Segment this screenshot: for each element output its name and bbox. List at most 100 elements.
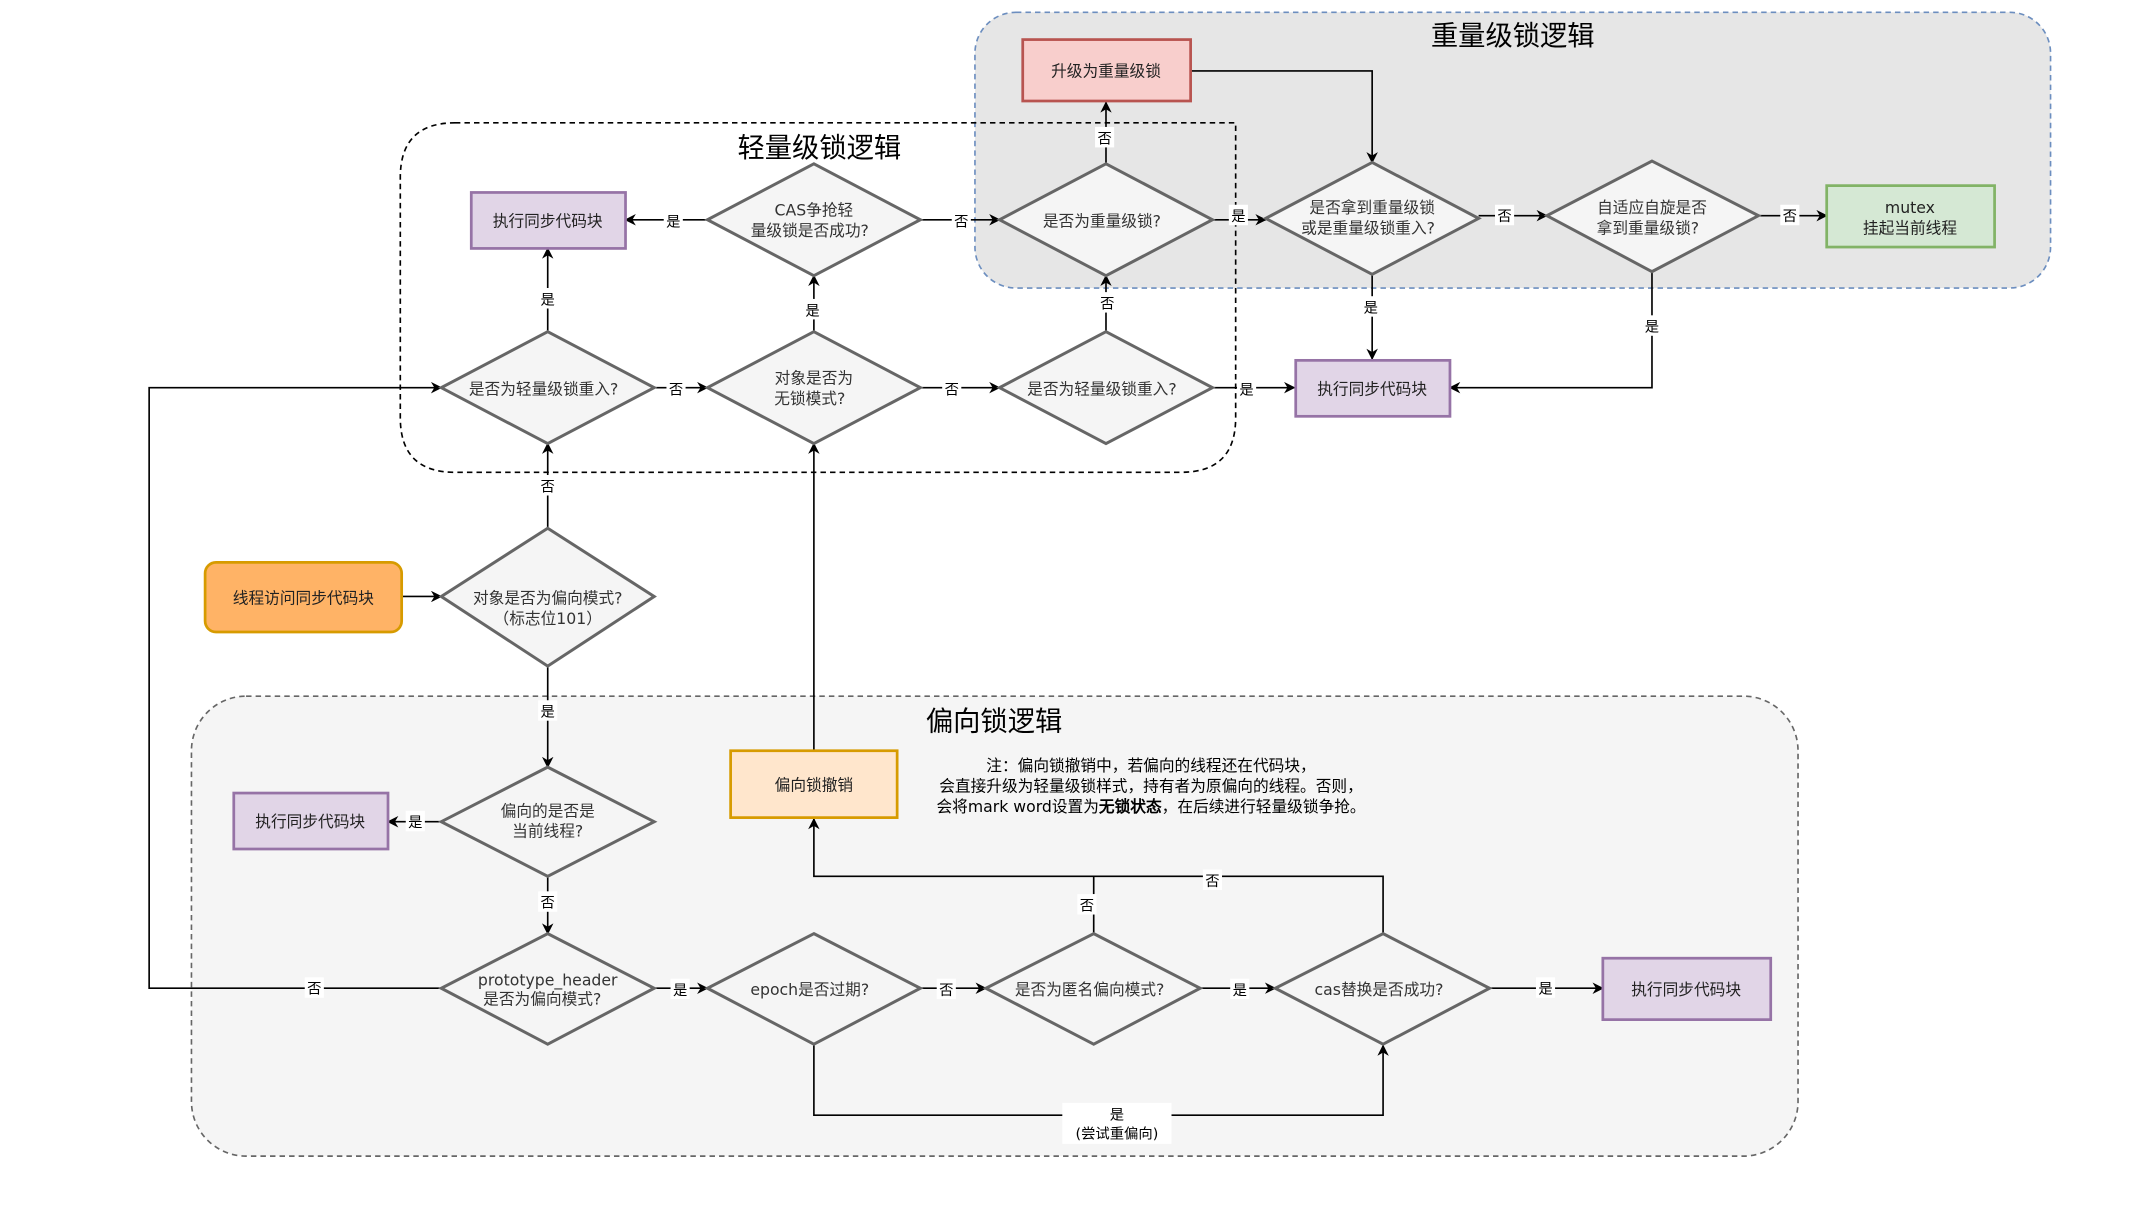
edge-label-current-thread-yes: 是 bbox=[408, 815, 422, 831]
edge-label-lockfree-yes: 是 bbox=[805, 303, 819, 319]
edge-label-cas-replace-yes: 是 bbox=[1538, 982, 1552, 998]
edge-label-biased-check-yes-bg bbox=[538, 700, 558, 721]
decision-cas-replace[interactable]: cas替换是否成功? bbox=[1271, 931, 1493, 1046]
decision-got-heavy[interactable]: 是否拿到重量级锁 或是重量级锁重入? bbox=[1262, 160, 1482, 277]
decision-epoch-expired-label: epoch是否过期? bbox=[750, 980, 869, 999]
decision-adaptive-spin-line2: 拿到重量级锁? bbox=[1597, 218, 1699, 237]
edge-label-adaptive-no-bg bbox=[1780, 204, 1800, 226]
decision-light-reentry-1[interactable]: 是否为轻量级锁重入? bbox=[438, 329, 658, 446]
edge-label-light-reentry1-no-bg bbox=[666, 378, 686, 399]
edge-label-got-heavy-no-bg bbox=[1495, 204, 1515, 226]
edge-label-light-reentry1-yes-bg bbox=[538, 288, 558, 309]
edge-label-adaptive-yes-bg bbox=[1642, 315, 1662, 336]
decision-light-reentry-1-label: 是否为轻量级锁重入? bbox=[469, 379, 619, 398]
revoke-note: 注：偏向锁撤销中，若偏向的线程还在代码块， 会直接升级为轻量级锁样式，持有者为原… bbox=[936, 756, 1365, 816]
edge-labels: 否是是否否是否是否否是是否是否是否否是否是是否否是是(尝试重偏向) bbox=[304, 126, 1800, 1144]
node-upgrade-heavy[interactable]: 升级为重量级锁 bbox=[1021, 38, 1192, 103]
edge-label-biased-check-yes: 是 bbox=[541, 705, 555, 721]
edge-adaptive-yes bbox=[1448, 272, 1653, 394]
group-lightweight-lock: 轻量级锁逻辑 bbox=[399, 122, 1237, 474]
decision-biased-current-thread[interactable]: 偏向的是否是 当前线程? bbox=[437, 765, 658, 878]
node-start[interactable]: 线程访问同步代码块 bbox=[203, 561, 404, 634]
edge-label-adaptive-yes: 是 bbox=[1645, 320, 1659, 336]
node-exec-heavy-label: 执行同步代码块 bbox=[1317, 379, 1427, 398]
edge-label-cas-light-yes-bg bbox=[663, 210, 683, 231]
note-line-2: 会直接升级为轻量级锁样式，持有者为原偏向的线程。否则， bbox=[939, 777, 1363, 796]
decision-adaptive-spin[interactable]: 自适应自旋是否 拿到重量级锁? bbox=[1543, 159, 1762, 274]
note-line-1: 注：偏向锁撤销中，若偏向的线程还在代码块， bbox=[986, 756, 1315, 775]
group-biased-title: 偏向锁逻辑 bbox=[926, 706, 1062, 737]
decision-adaptive-spin-line1: 自适应自旋是否 bbox=[1597, 198, 1707, 217]
edge-prototype-no bbox=[148, 381, 443, 990]
edge-label-epoch-no: 否 bbox=[939, 983, 953, 999]
decision-cas-replace-label: cas替换是否成功? bbox=[1315, 980, 1444, 999]
edge-label-cas-replace-no: 否 bbox=[1205, 874, 1219, 890]
edge-label-light-reentry2-no: 否 bbox=[1100, 296, 1114, 312]
edge-label-cas-light-yes: 是 bbox=[666, 215, 680, 231]
decision-epoch-expired[interactable]: epoch是否过期? bbox=[704, 931, 924, 1046]
decision-anonymous-biased[interactable]: 是否为匿名偏向模式? bbox=[982, 931, 1204, 1046]
edge-label-epoch-no-bg bbox=[936, 978, 956, 1000]
decision-prototype-header[interactable]: prototype_header 是否为偏向模式? bbox=[437, 931, 658, 1046]
edge-label-epoch-yes-sub: (尝试重偏向) bbox=[1075, 1125, 1158, 1142]
decision-prototype-header-line2: 是否为偏向模式? bbox=[483, 990, 601, 1009]
node-mutex-label-2: 挂起当前线程 bbox=[1863, 218, 1957, 237]
decision-biased-current-thread-line1: 偏向的是否是 bbox=[501, 801, 595, 820]
edge-label-is-heavy-yes-bg bbox=[1228, 204, 1248, 226]
group-lightweight-box bbox=[399, 122, 1237, 474]
edge-label-got-heavy-yes: 是 bbox=[1364, 301, 1378, 317]
edge-label-cas-replace-yes-bg bbox=[1535, 977, 1556, 998]
edge-label-biased-check-no: 否 bbox=[541, 479, 555, 495]
edge-label-light-reentry2-no-bg bbox=[1097, 292, 1117, 313]
edge-label-cas-replace-no-bg bbox=[1202, 869, 1223, 890]
decision-cas-light[interactable]: CAS争抢轻 量级锁是否成功? bbox=[704, 162, 924, 278]
edge-label-prototype-yes: 是 bbox=[673, 983, 687, 999]
edge-label-anonymous-yes: 是 bbox=[1233, 983, 1247, 999]
decision-lock-free[interactable]: 对象是否为 无锁模式? bbox=[704, 329, 924, 446]
edge-label-lockfree-yes-bg bbox=[802, 298, 823, 320]
edge-label-lockfree-no: 否 bbox=[945, 382, 959, 398]
edge-label-biased-check-no-bg bbox=[538, 475, 558, 496]
decision-cas-light-line1: CAS争抢轻 bbox=[775, 201, 854, 220]
edge-label-light-reentry1-yes: 是 bbox=[541, 292, 555, 308]
edge-label-current-thread-yes-bg bbox=[405, 810, 425, 832]
edge-cas-replace-no bbox=[1093, 875, 1384, 934]
edge-label-current-thread-no: 否 bbox=[541, 896, 555, 912]
node-mutex[interactable]: mutex 挂起当前线程 bbox=[1825, 184, 1996, 249]
edge-label-is-heavy-no: 否 bbox=[1097, 131, 1111, 147]
node-exec-light[interactable]: 执行同步代码块 bbox=[469, 191, 627, 250]
node-exec-light-label: 执行同步代码块 bbox=[493, 212, 603, 231]
node-exec-biased-1[interactable]: 执行同步代码块 bbox=[232, 791, 390, 851]
edge-label-is-heavy-no-bg bbox=[1095, 126, 1115, 148]
edge-label-light-reentry1-no: 否 bbox=[669, 382, 683, 398]
edge-label-adaptive-no: 否 bbox=[1783, 209, 1797, 225]
edge-label-cas-light-no-bg bbox=[951, 210, 971, 231]
decision-light-reentry-2-label: 是否为轻量级锁重入? bbox=[1027, 379, 1177, 398]
group-lightweight-title: 轻量级锁逻辑 bbox=[737, 133, 901, 164]
decision-is-biased-mode[interactable]: 对象是否为偏向模式? （标志位101） bbox=[438, 526, 657, 668]
node-revoke-bias[interactable]: 偏向锁撤销 bbox=[729, 749, 899, 819]
node-mutex-label-1: mutex bbox=[1885, 198, 1935, 217]
decision-got-heavy-line2: 或是重量级锁重入? bbox=[1301, 218, 1435, 237]
note-line-3-suffix: ，在后续进行轻量级锁争抢。 bbox=[1162, 797, 1366, 816]
edge-label-epoch-yes: 是 bbox=[1110, 1107, 1124, 1123]
note-line-3-prefix: 会将mark word设置为 bbox=[936, 797, 1098, 816]
node-exec-heavy[interactable]: 执行同步代码块 bbox=[1294, 358, 1452, 418]
edge-label-anonymous-no-bg bbox=[1077, 894, 1097, 915]
edge-label-cas-light-no: 否 bbox=[954, 215, 968, 231]
decision-is-heavy[interactable]: 是否为重量级锁? bbox=[996, 162, 1216, 278]
edge-label-anonymous-no: 否 bbox=[1080, 898, 1094, 914]
node-revoke-bias-label: 偏向锁撤销 bbox=[775, 775, 853, 794]
decision-light-reentry-2[interactable]: 是否为轻量级锁重入? bbox=[996, 329, 1216, 446]
decision-anonymous-biased-label: 是否为匿名偏向模式? bbox=[1015, 980, 1165, 999]
decision-got-heavy-line1: 是否拿到重量级锁 bbox=[1309, 198, 1435, 217]
edge-label-light-reentry2-yes-bg bbox=[1237, 378, 1257, 399]
edge-label-got-heavy-no: 否 bbox=[1497, 209, 1511, 225]
edge-label-lockfree-no-bg bbox=[942, 378, 962, 399]
node-exec-biased-1-label: 执行同步代码块 bbox=[255, 812, 365, 831]
note-line-3-bold: 无锁状态 bbox=[1099, 797, 1162, 816]
decision-lock-free-line2: 无锁模式? bbox=[774, 389, 845, 408]
edge-label-prototype-no: 否 bbox=[307, 982, 321, 998]
node-exec-biased-2[interactable]: 执行同步代码块 bbox=[1601, 956, 1773, 1021]
